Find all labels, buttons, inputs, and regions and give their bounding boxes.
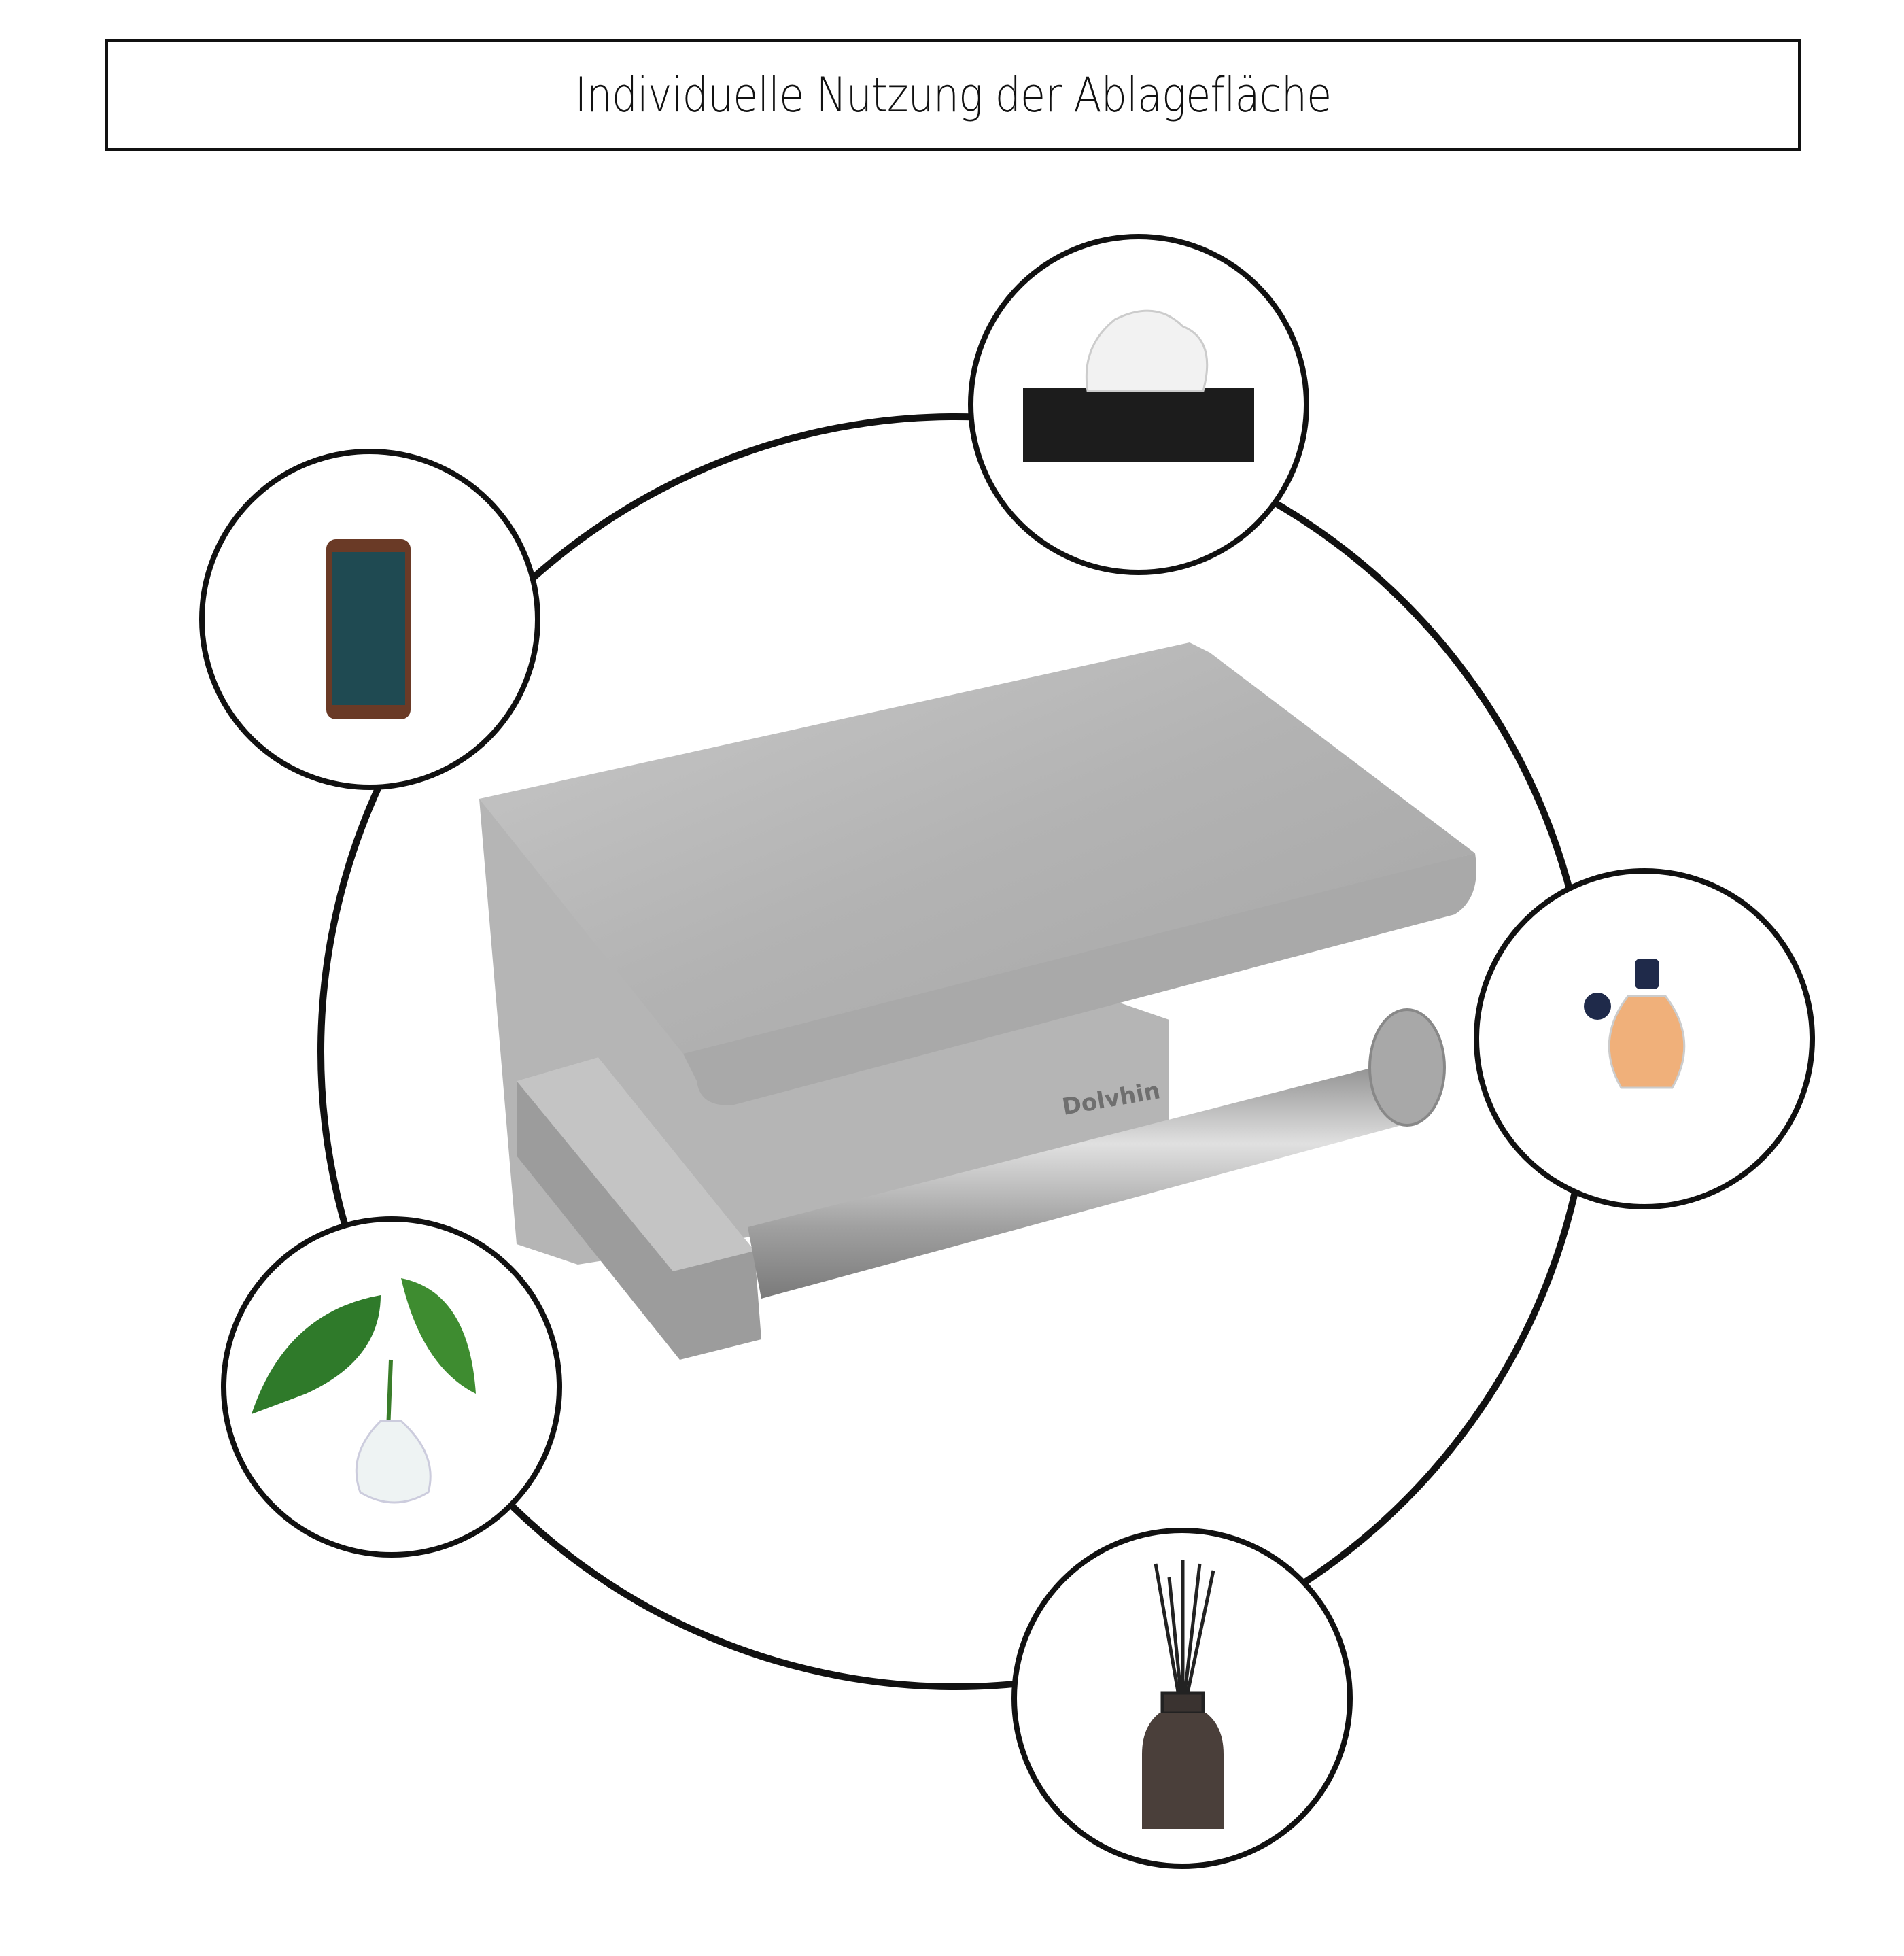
arm-top — [517, 1057, 755, 1271]
title-box: Individuelle Nutzung der Ablagefläche — [105, 39, 1801, 151]
plant-vase-icon — [252, 1278, 476, 1504]
usage-item-reed-diffuser — [1011, 1528, 1353, 1869]
usage-item-perfume — [1474, 868, 1815, 1209]
tissue-box-icon — [1023, 309, 1254, 462]
perfume-bottle-icon — [1584, 959, 1686, 1089]
page-title: Individuelle Nutzung der Ablagefläche — [574, 67, 1332, 123]
reed-diffuser-icon — [1142, 1560, 1224, 1829]
shelf-front — [683, 853, 1476, 1105]
usage-item-smartphone — [199, 449, 540, 790]
rod-end-cap — [1368, 1008, 1446, 1127]
usage-item-tissue-box — [968, 234, 1309, 575]
roll-rod — [748, 1061, 1414, 1299]
smartphone-icon — [326, 539, 411, 719]
shelf-top — [479, 642, 1475, 1057]
product-image: Dolvhin — [479, 642, 1476, 1360]
usage-item-plant-vase — [221, 1216, 562, 1558]
